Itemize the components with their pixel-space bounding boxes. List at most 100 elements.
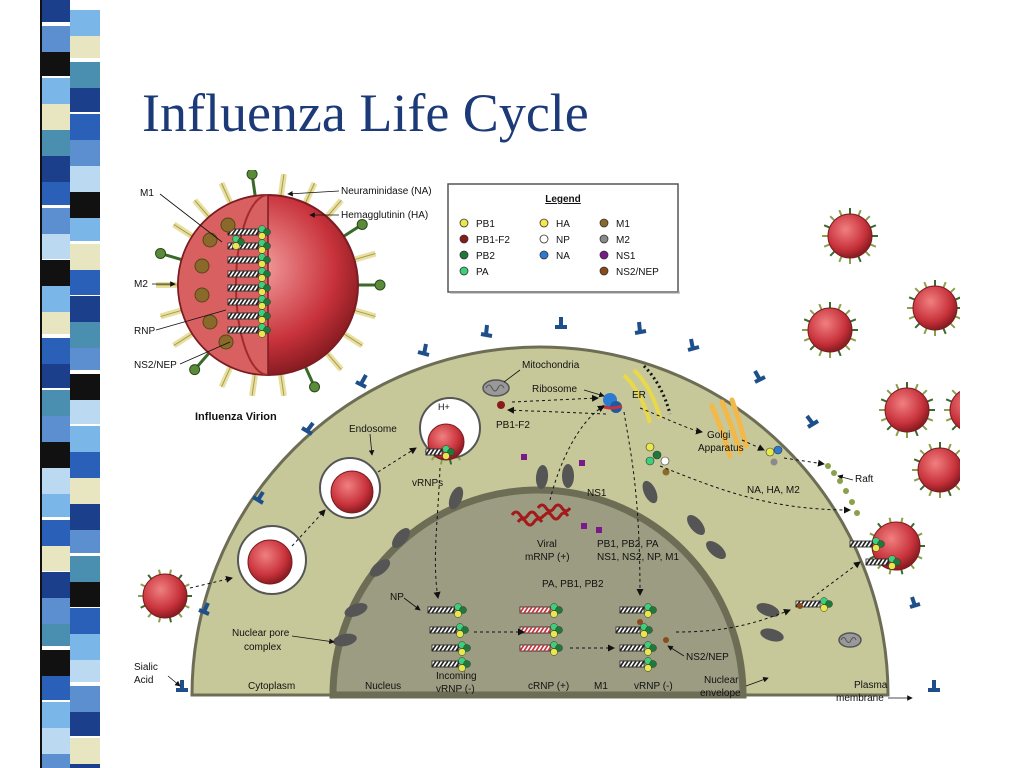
rnp-complex [227, 323, 271, 338]
free-virion [907, 280, 960, 336]
free-virion [822, 208, 878, 264]
endoplasmic-reticulum [622, 364, 672, 424]
influenza-virion-diagram: M1 Neuraminidase (NA) Hemagglutinin (HA)… [134, 170, 432, 423]
label-ns2nep-lower: NS2/NEP [686, 652, 729, 663]
spike-outline [304, 182, 315, 206]
stripe-block [70, 764, 100, 768]
rnp-complex [232, 235, 245, 250]
stripe-block [70, 374, 100, 403]
stripe-block [40, 208, 70, 238]
stripe-block [70, 738, 100, 768]
label-rnp: RNP [134, 326, 155, 337]
label-np: NP [390, 592, 404, 603]
label-sialic-1: Sialic [134, 662, 158, 673]
stripe-block [70, 530, 100, 553]
svg-text:NP: NP [556, 235, 570, 246]
nuclear-rnps [427, 603, 803, 672]
label-proteins-2: NS1, NS2, NP, M1 [597, 552, 680, 563]
endosome [319, 457, 381, 519]
stripe-block [40, 286, 70, 313]
stripe-block [70, 660, 100, 682]
rnp-complex [619, 603, 657, 618]
rnp-complex [227, 267, 271, 282]
svg-text:PB1: PB1 [476, 219, 495, 230]
influenza-life-cycle-diagram: Legend PB1 PB1-F2 PB2 PA HA NP NA M1 M2 … [134, 170, 960, 704]
na-head [374, 279, 386, 291]
label-na-ha-m2: NA, HA, M2 [747, 485, 800, 496]
sialic-acid-receptors [176, 317, 940, 692]
ns2nep-protein [797, 603, 803, 609]
na-head [155, 247, 167, 259]
pb1f2-protein [497, 401, 505, 409]
label-proteins-1: PB1, PB2, PA [597, 539, 659, 550]
spike-outline [280, 372, 285, 396]
svg-text:HA: HA [556, 219, 570, 230]
stripe-block [70, 140, 100, 166]
stripe-block [70, 322, 100, 349]
free-virion [802, 302, 858, 358]
rnp-complex [615, 623, 653, 638]
stripe-block [70, 62, 100, 91]
virion-spikes-small [867, 517, 925, 575]
budded-virions [138, 208, 960, 623]
spike-outline [173, 332, 195, 346]
label-golgi-1: Golgi [707, 430, 730, 441]
virion-spikes-small [138, 569, 192, 623]
label-ns1: NS1 [587, 488, 607, 499]
label-hplus: H+ [438, 402, 450, 412]
free-virion [879, 382, 935, 438]
legend-title: Legend [545, 194, 581, 205]
ns1-proteins [521, 454, 602, 533]
rnp-complex [619, 657, 657, 672]
golgi-apparatus [709, 397, 749, 459]
stripe-block [70, 634, 100, 661]
label-ribosome: Ribosome [532, 384, 577, 395]
exported-vrnps [232, 235, 901, 612]
label-golgi-2: Apparatus [698, 443, 744, 454]
stripe-block [70, 556, 100, 586]
stripe-block [40, 624, 70, 646]
svg-text:PA: PA [476, 267, 489, 278]
svg-text:NS2/NEP: NS2/NEP [616, 267, 659, 278]
label-mitochondria: Mitochondria [522, 360, 580, 371]
svg-text:M1: M1 [616, 219, 630, 230]
slide-title: Influenza Life Cycle [142, 83, 589, 143]
spike-outline [221, 364, 232, 388]
rnp-complex [425, 445, 455, 460]
rnp-complex [227, 281, 271, 296]
stripe-block [70, 36, 100, 58]
label-m2: M2 [134, 279, 148, 290]
viral-mrnp [510, 503, 572, 527]
nucleus-contents: Viral mRNP (+) PB1, PB2, PA NS1, NS2, NP… [365, 503, 803, 699]
label-plasma-1: Plasma [854, 680, 888, 691]
label-viral-2: mRNP (+) [525, 552, 570, 563]
label-hemagglutinin: Hemagglutinin (HA) [341, 210, 428, 221]
label-nucleus: Nucleus [365, 681, 401, 692]
rnp-complex [429, 623, 469, 638]
pathway-arrows [189, 394, 861, 652]
rnp-complex [519, 603, 563, 618]
spike-outline [160, 309, 184, 318]
stripe-block [40, 234, 70, 259]
attaching-virion [142, 573, 188, 619]
stripe-block [70, 88, 100, 112]
m1-matrix [194, 217, 236, 350]
stripe-block [40, 650, 70, 679]
label-influenza-virion: Influenza Virion [195, 411, 277, 423]
spike-outline [280, 174, 285, 198]
label-sialic-2: Acid [134, 675, 153, 686]
na-head [246, 170, 258, 180]
rnp-complex [227, 225, 271, 240]
label-cytoplasm: Cytoplasm [248, 681, 295, 692]
label-incoming-1: Incoming [436, 671, 477, 682]
stripe-block [40, 338, 70, 367]
new-viral-proteins [645, 442, 783, 476]
stripe-block [40, 468, 70, 496]
svg-text:NS1: NS1 [616, 251, 636, 262]
label-raft: Raft [855, 474, 874, 485]
rnp-complex [431, 657, 471, 672]
stripe-block [40, 494, 70, 517]
label-endosome: Endosome [349, 424, 397, 435]
label-envelope-1: Nuclear [704, 675, 739, 686]
stripe-block [40, 520, 70, 550]
